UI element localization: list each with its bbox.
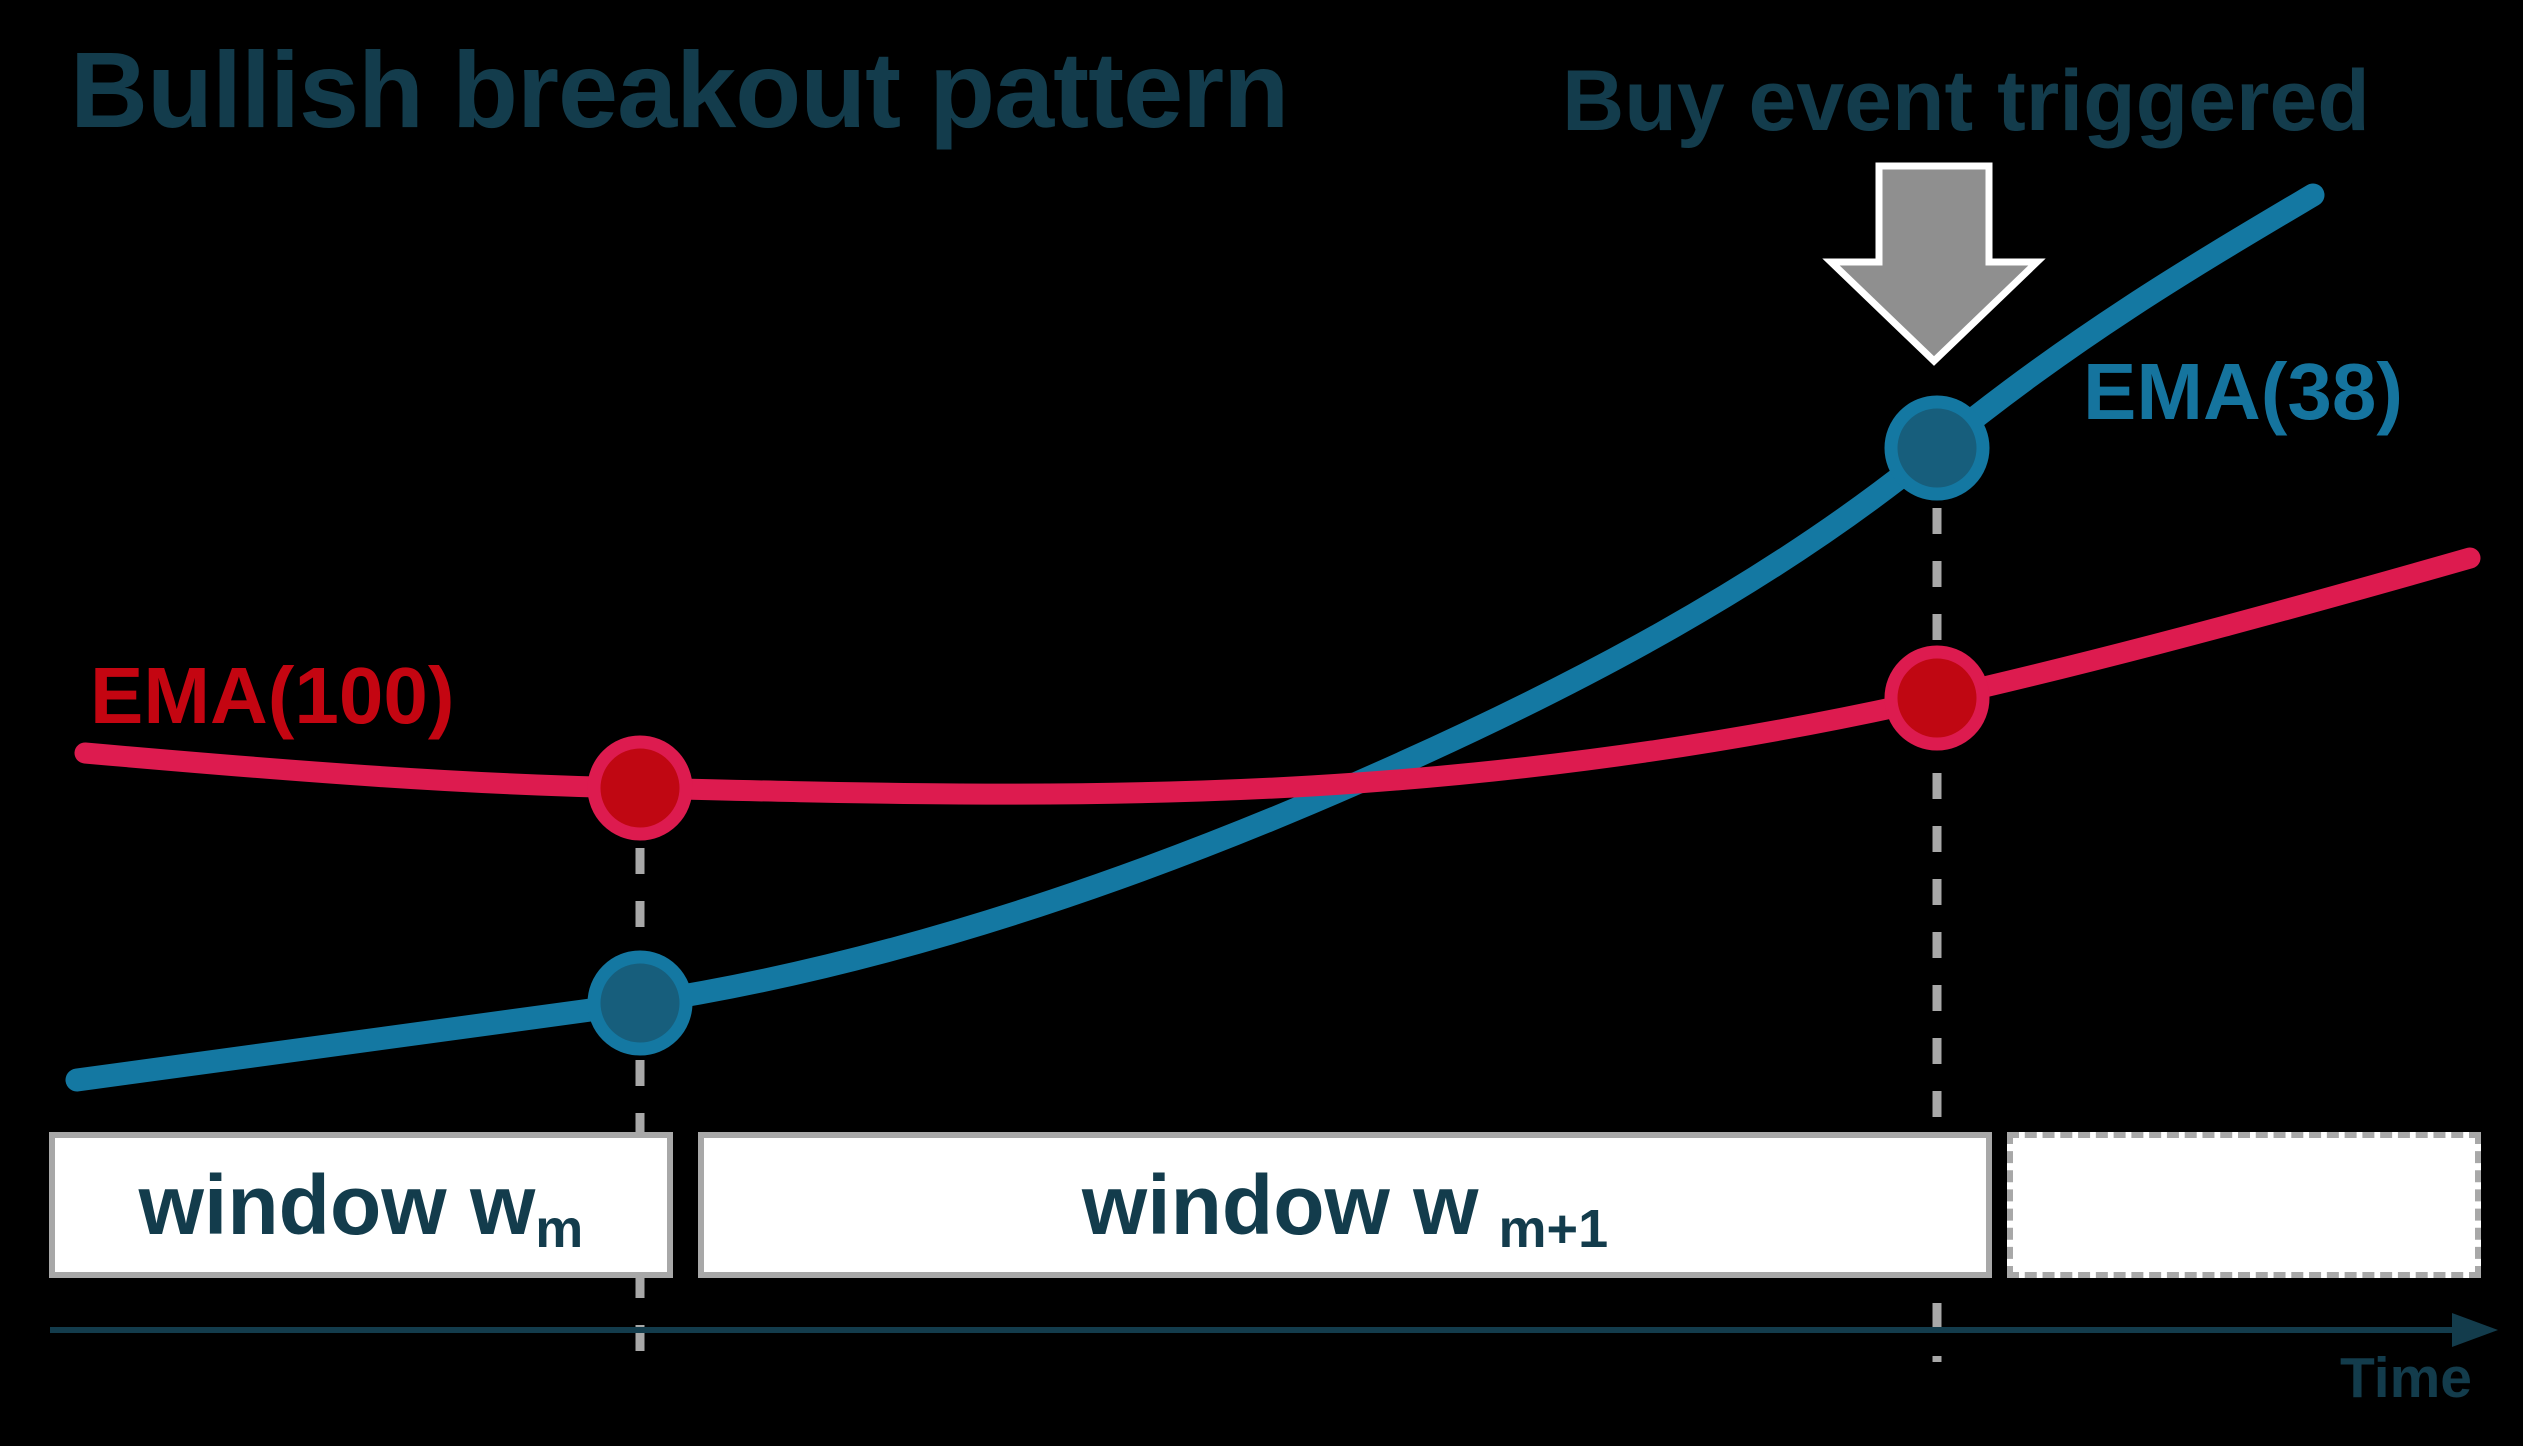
window-m1-label: window w — [1081, 1157, 1479, 1252]
marker-ema100-window-m1 — [1884, 645, 1990, 751]
time-axis-label: Time — [2339, 1346, 2472, 1410]
time-axis-arrowhead-icon — [2452, 1313, 2498, 1347]
marker-ema38-buy-event — [1884, 395, 1990, 501]
window-m-subscript: m — [535, 1199, 584, 1259]
marker-ema100-window-m — [587, 735, 693, 841]
window-m-label: window w — [138, 1157, 536, 1252]
ema100-curve — [74, 547, 2481, 805]
window-next-box — [2007, 1132, 2481, 1278]
page-title: Bullish breakout pattern — [70, 29, 1289, 150]
ema38-series-label: EMA(38) — [2083, 347, 2404, 436]
window-m1-subscript: m+1 — [1498, 1199, 1609, 1259]
ema38-curve — [65, 183, 2325, 1092]
buy-event-annotation: Buy event triggered — [1562, 53, 2370, 149]
window-m1-box: window w m+1 — [698, 1132, 1992, 1278]
ema100-series-label: EMA(100) — [90, 651, 455, 740]
down-arrow-icon — [1822, 162, 2046, 366]
marker-ema38-window-m — [587, 950, 693, 1056]
